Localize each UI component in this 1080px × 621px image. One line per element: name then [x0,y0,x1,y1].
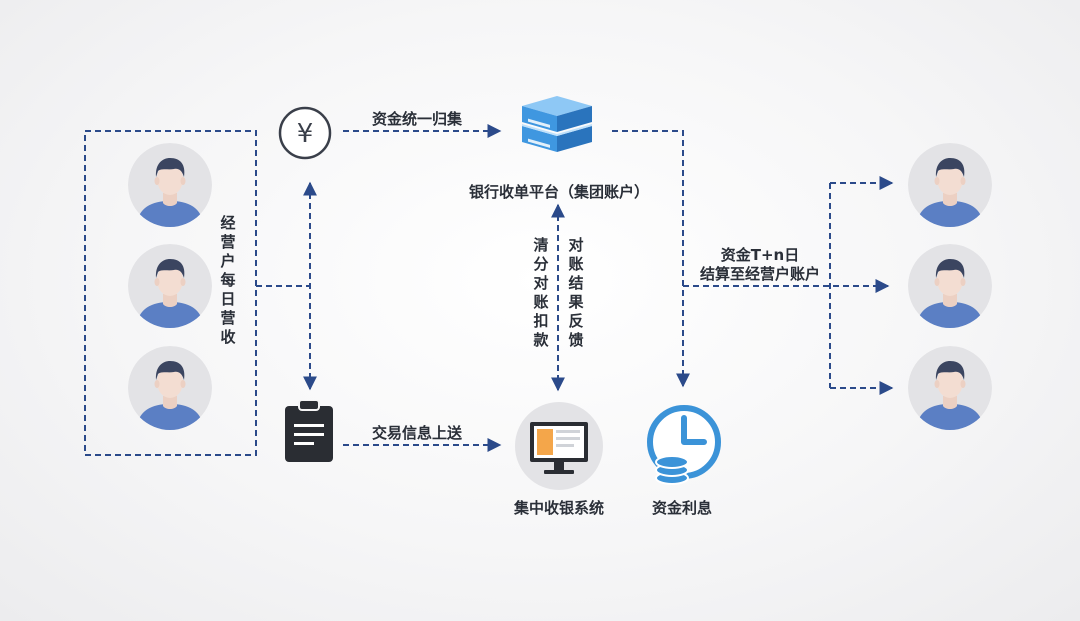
settlement-label-line1: 资金T+n日 [720,246,800,264]
person-avatar-icon [128,346,212,430]
reconcile-feedback-label: 对账结果反馈 [568,236,584,349]
clearing-deduction-label: 清分对账扣款 [533,236,549,349]
person-avatar-icon [908,143,992,227]
person-avatar-icon [128,244,212,328]
fund-interest-label: 资金利息 [651,499,712,517]
cashier-system-label: 集中收银系统 [513,499,604,517]
clipboard-icon [283,399,335,464]
merchant-revenue-label: 经营户每日营收 [220,214,236,346]
person-avatar-icon [128,143,212,227]
bank-platform-label: 银行收单平台（集团账户） [468,183,649,201]
yuan-coin-icon: ¥ [277,105,333,161]
fund-collection-label: 资金统一归集 [372,110,463,128]
transaction-upload-label: 交易信息上送 [372,424,463,442]
interest-arrow [612,130,690,388]
svg-text:¥: ¥ [297,119,314,149]
clock-coins-icon [644,404,726,490]
person-avatar-icon [908,244,992,328]
person-avatar-icon [908,346,992,430]
monitor-icon [514,402,604,490]
settlement-label-line2: 结算至经营户账户 [699,265,820,283]
server-icon [512,96,602,170]
merchant-group-box [84,130,257,456]
